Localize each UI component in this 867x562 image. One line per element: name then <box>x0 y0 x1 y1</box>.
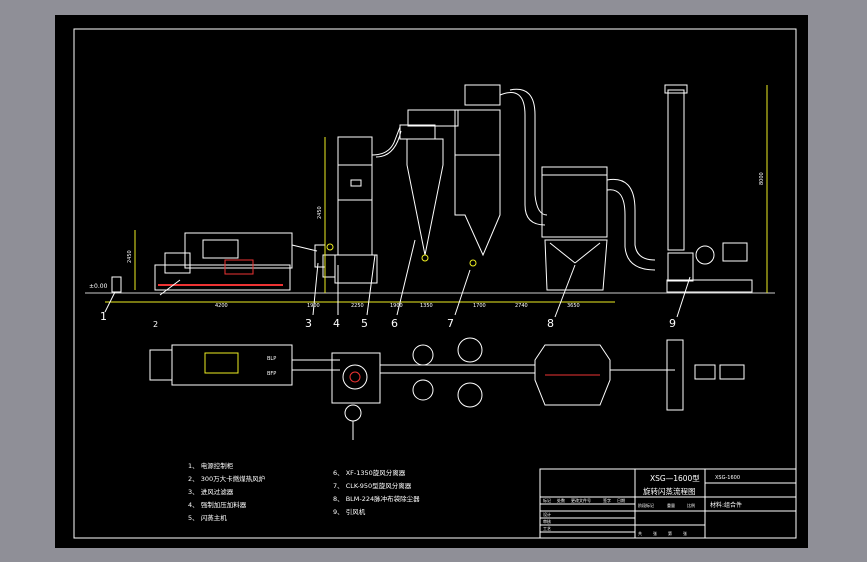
callout-2: 2 <box>153 320 158 329</box>
callout-7: 7 <box>447 317 454 330</box>
dim-value: 4200 <box>215 303 228 309</box>
stage-cell: 比例 <box>687 502 695 508</box>
row-cell: 签字 <box>603 497 611 503</box>
sign-row: 设计 <box>543 511 551 517</box>
legend-item: 8、 BLM-224脉冲布袋除尘器 <box>333 494 420 503</box>
dim-column-height: 2450 <box>317 206 323 219</box>
legend-item: 4、 强制加压加料器 <box>188 500 247 509</box>
sign-row: 审核 <box>543 518 551 524</box>
dim-value: 3650 <box>567 303 580 309</box>
drawing-sheet: ±0.00 <box>55 15 808 548</box>
stage-cell: 阶段标记 <box>638 502 654 508</box>
callout-5: 5 <box>361 317 368 330</box>
exhaust-stack-fan <box>664 84 753 293</box>
title-line-1: XSG—1600型 <box>650 474 700 483</box>
dim-value: 1700 <box>473 303 486 309</box>
callout-8: 8 <box>547 317 554 330</box>
dim-value: 1900 <box>390 303 403 309</box>
callout-1: 1 <box>100 310 107 323</box>
dim-values: 4200 1900 2250 1900 1350 1700 2740 3650 <box>215 303 580 309</box>
dim-stack-height: 8000 <box>759 172 765 185</box>
inner-border <box>73 28 797 539</box>
callout-6: 6 <box>391 317 398 330</box>
dim-furnace-height: 2450 <box>127 250 133 263</box>
row-cell: 日期 <box>617 497 625 503</box>
row-cell: 更改文件号 <box>571 497 591 503</box>
dim-value: 2740 <box>515 303 528 309</box>
callout-9: 9 <box>669 317 676 330</box>
legend-item: 2、 300万大卡燃煤热风炉 <box>188 474 266 483</box>
legend-item: 6、 XF-1350旋风分离器 <box>333 468 406 477</box>
plan-view: BLP BFP <box>149 337 745 440</box>
drawing-number: XSG-1600 <box>715 475 740 481</box>
sheet-cell: 张 <box>683 530 687 536</box>
legend-item: 5、 闪蒸主机 <box>188 513 227 522</box>
hot-air-furnace <box>154 232 326 291</box>
legend-item: 7、 CLK-950型旋风分离器 <box>333 481 412 490</box>
cyclone-xf1350 <box>399 109 459 262</box>
stage-cell: 重量 <box>667 502 675 508</box>
sheet-cell: 第 <box>668 530 672 536</box>
control-cabinet <box>111 276 122 293</box>
sheet-cell: 共 <box>638 530 642 536</box>
cyclone-clk950 <box>454 84 548 267</box>
legend: 1、 电源控制柜 2、 300万大卡燃煤热风炉 3、 进风过滤器 4、 强制加压… <box>188 461 420 522</box>
plan-label: BFP <box>267 371 276 377</box>
drawing-canvas: ±0.00 <box>73 28 797 539</box>
plan-label: BLP <box>267 356 276 362</box>
legend-item: 1、 电源控制柜 <box>188 461 234 470</box>
legend-item: 3、 进风过滤器 <box>188 487 234 496</box>
row-cell: 标记 <box>543 497 551 503</box>
dim-value: 2250 <box>351 303 364 309</box>
flash-dryer-column <box>334 126 402 284</box>
sign-row: 工艺 <box>543 526 551 531</box>
dim-value: 1350 <box>420 303 433 309</box>
callout-3: 3 <box>305 317 312 330</box>
ground-label: ±0.00 <box>89 283 108 290</box>
title-line-2: 旋转闪蒸流程图 <box>643 486 696 496</box>
callouts: 1 2 3 4 5 6 7 8 9 <box>100 239 691 330</box>
bag-filter-blm224 <box>541 166 656 291</box>
material: 材料:组合件 <box>710 501 742 509</box>
legend-item: 9、 引风机 <box>333 507 366 516</box>
row-cell: 处数 <box>557 497 565 503</box>
title-block: XSG—1600型 旋转闪蒸流程图 XSG-1600 材料:组合件 标记 处数 … <box>539 468 797 539</box>
callout-4: 4 <box>333 317 340 330</box>
sheet-cell: 张 <box>653 530 657 536</box>
